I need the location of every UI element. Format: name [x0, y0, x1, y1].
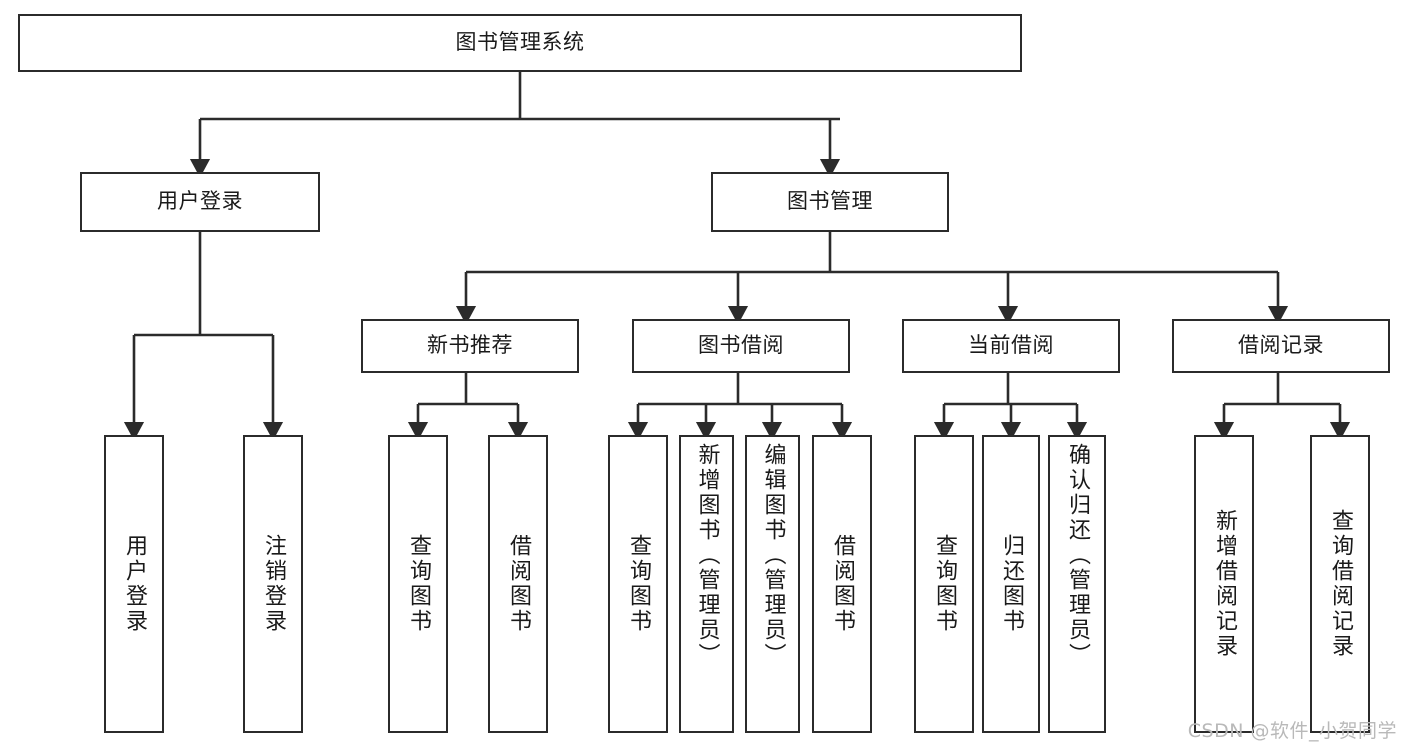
node-user-login[interactable]: 用户登录: [80, 172, 320, 232]
node-leaf-confirm-return-admin[interactable]: 确认归还（管理员）: [1048, 435, 1106, 733]
node-leaf-query-borrow-record[interactable]: 查询借阅记录: [1310, 435, 1370, 733]
node-leaf-query-book-1[interactable]: 查询图书: [388, 435, 448, 733]
node-label-leaf-add-book-admin: 新增图书（管理员）: [694, 443, 720, 668]
node-label-leaf-confirm-return-admin: 确认归还（管理员）: [1065, 443, 1090, 668]
node-label-leaf-user-logout: 注销登录: [261, 534, 286, 634]
node-label-leaf-borrow-book-2: 借阅图书: [830, 534, 855, 634]
edges-book-borrow-to-leaves: [627, 373, 853, 441]
node-label-book-borrow: 图书借阅: [698, 333, 784, 358]
node-leaf-borrow-book-2[interactable]: 借阅图书: [812, 435, 872, 733]
node-label-borrow-record: 借阅记录: [1238, 333, 1324, 358]
node-label-user-login: 用户登录: [157, 189, 243, 214]
node-leaf-user-login[interactable]: 用户登录: [104, 435, 164, 733]
node-leaf-query-book-3[interactable]: 查询图书: [914, 435, 974, 733]
node-label-leaf-edit-book-admin: 编辑图书（管理员）: [760, 443, 786, 668]
node-leaf-user-logout[interactable]: 注销登录: [243, 435, 303, 733]
node-book-management[interactable]: 图书管理: [711, 172, 949, 232]
node-root[interactable]: 图书管理系统: [18, 14, 1022, 72]
edges-user-login-to-leaves: [123, 232, 284, 441]
node-label-leaf-query-book-1: 查询图书: [406, 534, 431, 634]
node-book-borrow[interactable]: 图书借阅: [632, 319, 850, 373]
node-label-leaf-query-borrow-record: 查询借阅记录: [1328, 509, 1353, 659]
node-leaf-borrow-book-1[interactable]: 借阅图书: [488, 435, 548, 733]
node-label-current-borrow: 当前借阅: [968, 333, 1054, 358]
node-leaf-query-book-2[interactable]: 查询图书: [608, 435, 668, 733]
node-label-new-book-recommend: 新书推荐: [427, 333, 513, 358]
edges-borrow-record-to-leaves: [1213, 373, 1351, 441]
edges-root-to-level1: [189, 72, 841, 178]
node-borrow-record[interactable]: 借阅记录: [1172, 319, 1390, 373]
node-leaf-add-book-admin[interactable]: 新增图书（管理员）: [679, 435, 734, 733]
node-label-leaf-return-book: 归还图书: [999, 534, 1024, 634]
node-leaf-return-book[interactable]: 归还图书: [982, 435, 1040, 733]
node-leaf-add-borrow-record[interactable]: 新增借阅记录: [1194, 435, 1254, 733]
node-new-book-recommend[interactable]: 新书推荐: [361, 319, 579, 373]
edges-new-book-recommend-to-leaves: [407, 373, 529, 441]
node-leaf-edit-book-admin[interactable]: 编辑图书（管理员）: [745, 435, 800, 733]
node-label-root: 图书管理系统: [455, 30, 585, 55]
node-label-leaf-user-login: 用户登录: [122, 534, 147, 634]
node-current-borrow[interactable]: 当前借阅: [902, 319, 1120, 373]
node-label-leaf-query-book-2: 查询图书: [626, 534, 651, 634]
edges-book-management-to-level2: [455, 232, 1289, 325]
node-label-leaf-query-book-3: 查询图书: [932, 534, 957, 634]
edges-current-borrow-to-leaves: [933, 373, 1088, 441]
node-label-leaf-borrow-book-1: 借阅图书: [506, 534, 531, 634]
node-label-book-management: 图书管理: [787, 189, 873, 214]
node-label-leaf-add-borrow-record: 新增借阅记录: [1212, 509, 1237, 659]
